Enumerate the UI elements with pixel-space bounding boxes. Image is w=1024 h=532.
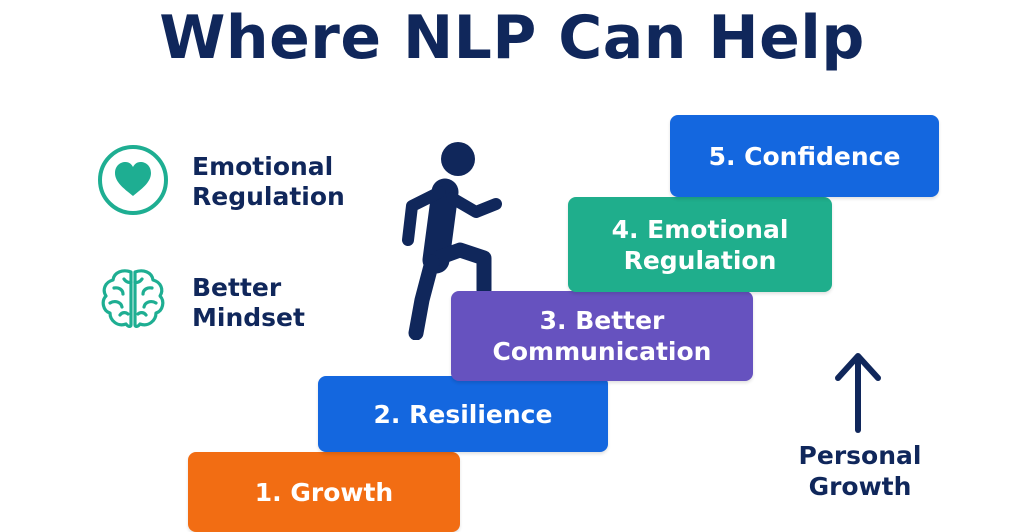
step-4-emotional-regulation: 4. Emotional Regulation [568, 197, 832, 292]
brain-icon [101, 269, 165, 328]
step-label-line1: 4. Emotional [611, 214, 789, 244]
climbing-person-icon [402, 142, 502, 340]
personal-growth-label: Personal Growth [790, 440, 930, 502]
personal-growth-line2: Growth [808, 472, 912, 501]
step-label-line2: Communication [492, 337, 712, 366]
heart-icon [98, 145, 168, 215]
step-label-line1: 2. Resilience [373, 399, 553, 429]
legend-item-emotional-regulation: Emotional Regulation [192, 152, 345, 212]
legend-item-better-mindset: Better Mindset [192, 273, 305, 333]
step-3-better-communication: 3. Better Communication [451, 291, 753, 381]
personal-growth-line1: Personal [798, 441, 922, 470]
step-2-resilience: 2. Resilience [318, 376, 608, 452]
step-label-line1: 1. Growth [254, 477, 394, 507]
legend-item-line2: Regulation [192, 182, 345, 211]
step-label-line1: 3. Better [539, 306, 665, 335]
page-title: Where NLP Can Help [159, 3, 865, 73]
step-label-line2: Regulation [623, 245, 777, 275]
step-1-growth: 1. Growth [188, 452, 460, 532]
legend-item-line1: Better [192, 273, 282, 302]
up-arrow-icon [835, 353, 881, 433]
legend-item-line1: Emotional [192, 152, 334, 181]
step-5-confidence: 5. Confidence [670, 115, 939, 197]
step-label-line1: 5. Confidence [708, 141, 901, 171]
legend-item-line2: Mindset [192, 303, 305, 332]
